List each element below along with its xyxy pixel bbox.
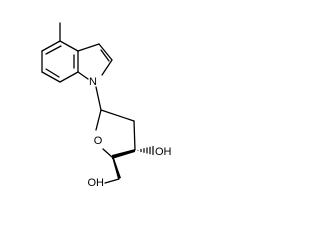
glycosidic-bond bbox=[95, 86, 102, 111]
sugar-ring bbox=[95, 109, 136, 159]
wedge-bond-ch2 bbox=[112, 157, 121, 179]
ring-oxygen-label: O bbox=[94, 135, 103, 147]
hashed-bond-oh bbox=[137, 146, 154, 155]
ring-wedge-bond bbox=[112, 149, 135, 159]
hydroxymethyl-chain bbox=[104, 157, 121, 184]
benzene-ring bbox=[41, 40, 79, 83]
pyrrole-ring bbox=[77, 43, 113, 80]
hydroxymethyl-label: OH bbox=[88, 177, 105, 189]
nitrogen-atom-label: N bbox=[89, 76, 97, 88]
molecule-structure-diagram: N O OH OH bbox=[41, 22, 172, 189]
hydroxyl-label: OH bbox=[155, 146, 172, 158]
